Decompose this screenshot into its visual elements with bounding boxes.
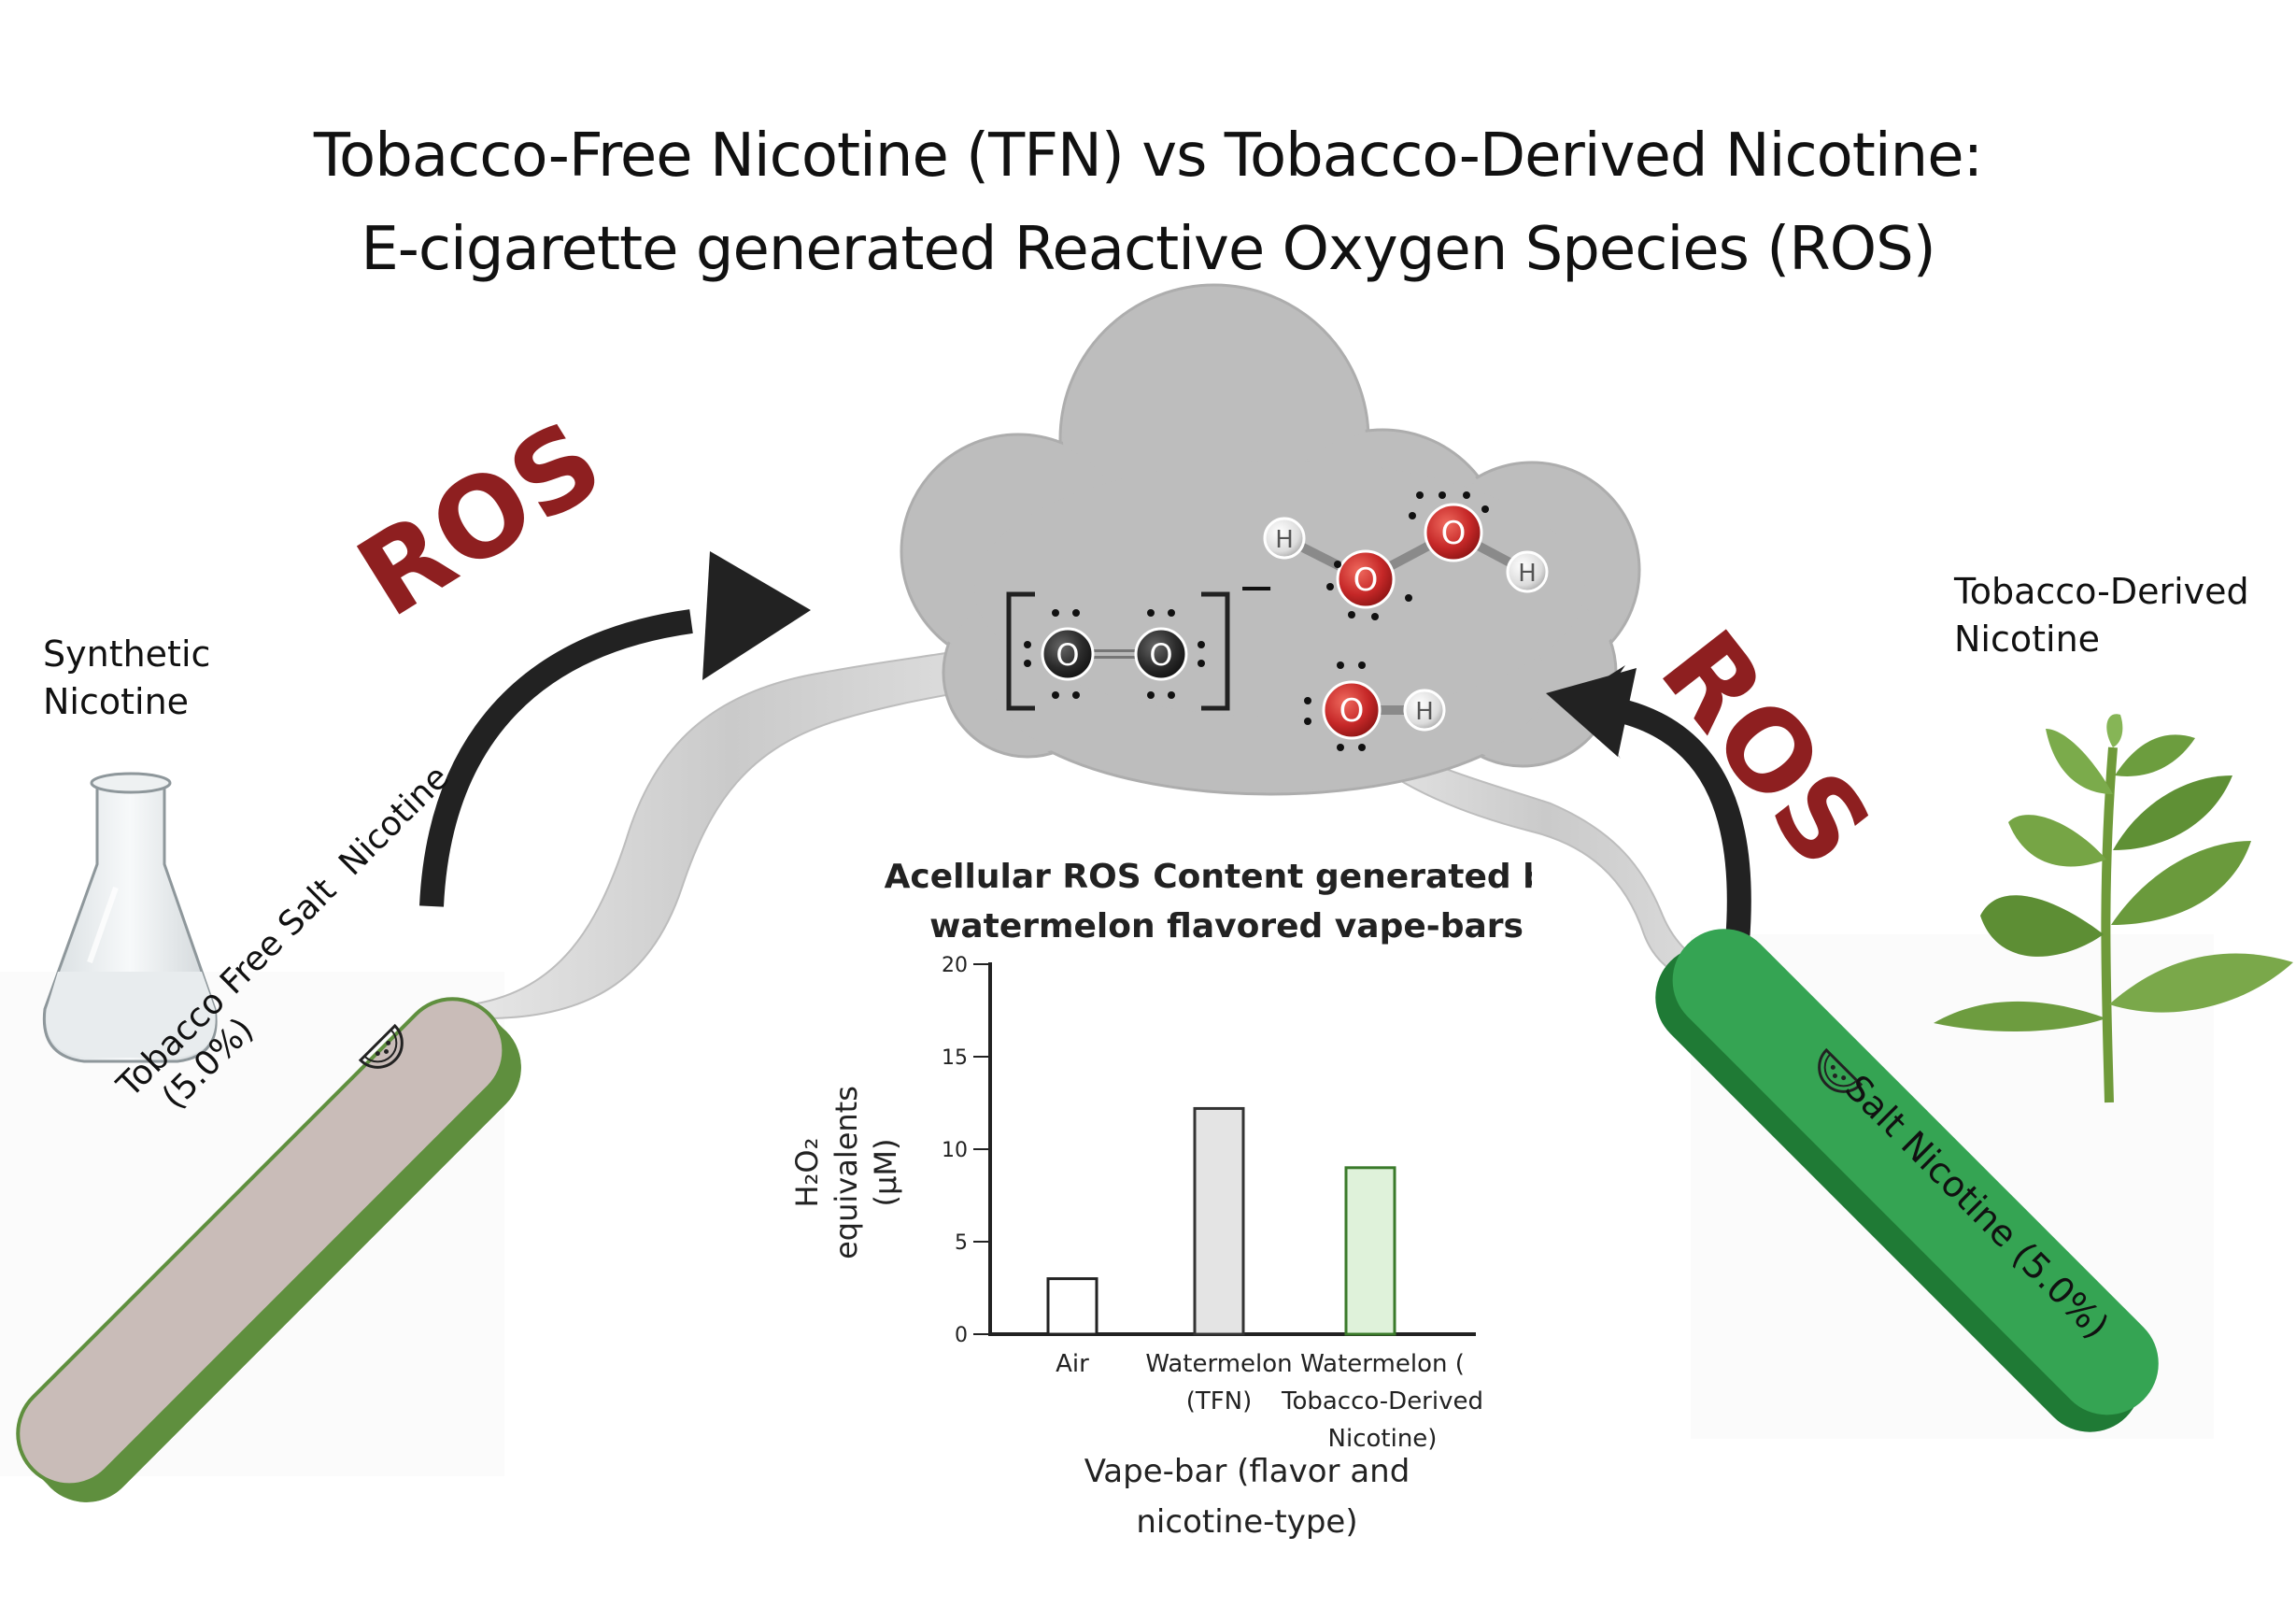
chart-title-line-2: watermelon flavored vape-bars [929,907,1524,946]
atom-label: H [1518,560,1537,588]
bar-1 [1193,1106,1245,1336]
hydrogen-peroxide-molecule: H O O H [1263,491,1549,620]
x-label-line-1: Vape-bar (flavor and [1084,1453,1410,1490]
x-category-label: Tobacco-Derived [1281,1387,1483,1415]
right-ros-arrow [1622,700,1751,944]
chart-y-ticks: 0 5 10 15 20 [942,954,990,1347]
y-tick-label: 0 [955,1324,968,1347]
hydrogen-atom [1263,517,1306,560]
x-category-label: (TFN) [1186,1387,1253,1415]
y-tick-label: 20 [942,954,968,977]
x-category-label: Watermelon [1145,1350,1292,1378]
synthetic-nicotine-line-2: Nicotine [43,681,190,723]
hydrogen-atom [1506,550,1549,593]
x-category-label: Nicotine) [1328,1425,1438,1453]
superoxide-charge: − [1238,562,1275,614]
oxygen-atom [1336,549,1396,609]
tobacco-plant-icon [1934,714,2293,1103]
y-tick-label: 15 [942,1046,968,1070]
left-arrow-head [702,551,811,680]
y-tick-label: 10 [942,1139,968,1162]
oxygen-atom [1424,503,1483,562]
atom-label: O [1149,637,1172,673]
y-label-line-2: equivalents [829,1086,864,1259]
tobacco-derived-line-1: Tobacco-Derived [1954,571,2249,612]
hydrogen-atom [1403,689,1446,732]
x-category-label: Watermelon ( [1300,1350,1465,1378]
x-label-line-2: nicotine-type) [1136,1503,1357,1541]
atom-label: O [1441,515,1467,552]
x-category-label: Air [1056,1350,1089,1378]
left-ros-arrow [419,609,693,907]
y-tick-label: 5 [955,1231,968,1255]
tobacco-derived-label: Tobacco-Derived Nicotine [1954,568,2249,664]
atom-label: H [1415,698,1434,726]
ros-bar-chart: Acellular ROS Content generated by water… [789,858,1532,1541]
oxygen-atom [1134,627,1188,681]
tobacco-derived-line-2: Nicotine [1954,619,2101,661]
synthetic-nicotine-label: Synthetic Nicotine [43,631,210,727]
chart-bars [1046,1106,1396,1336]
bar-2 [1344,1166,1396,1336]
hydroxyl-molecule: O H [1304,661,1446,751]
oxygen-atom [1322,680,1382,740]
chart-title-line-1: Acellular ROS Content generated by [885,858,1532,896]
oxygen-atom [1041,627,1095,681]
synthetic-nicotine-line-1: Synthetic [43,633,211,675]
right-arrow-head [1546,668,1637,757]
flask-icon [42,772,218,1063]
atom-label: O [1354,562,1379,599]
superoxide-molecule: − O O [1006,562,1275,711]
right-vape-device [1655,929,2159,1432]
title-line-2: E-cigarette generated Reactive Oxygen Sp… [361,215,1935,284]
chart-x-categories: Air Watermelon (TFN) Watermelon ( Tobacco-De… [1056,1350,1483,1453]
y-label-line-1: H₂O₂ [789,1138,825,1208]
y-label-line-3: (μM) [868,1139,903,1207]
watermelon-icon [1818,1047,1864,1093]
atom-label: O [1339,692,1365,730]
atom-label: H [1275,526,1294,554]
bar-0 [1046,1277,1098,1336]
title-line-1: Tobacco-Free Nicotine (TFN) vs Tobacco-D… [313,121,1983,191]
watermelon-icon [358,1023,404,1069]
left-vape-device [16,997,521,1502]
atom-label: O [1056,637,1079,673]
chart-y-label: H₂O₂ equivalents (μM) [789,1086,903,1259]
